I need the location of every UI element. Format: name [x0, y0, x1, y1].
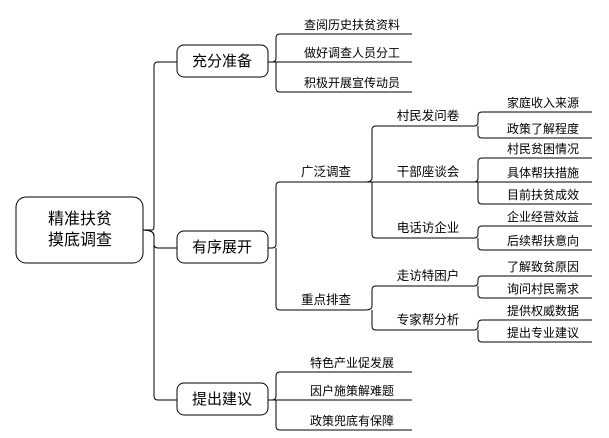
connector-lines: [142, 33, 592, 431]
leaf-item: 目前扶贫成效: [507, 187, 579, 202]
subgroup-label: 走访特困户: [397, 268, 460, 283]
subgroup-label: 电话访企业: [397, 220, 460, 235]
leaf-item: 做好调查人员分工: [304, 45, 400, 60]
leaf-item: 积极开展宣传动员: [304, 75, 400, 90]
branch-label: 有序展开: [192, 238, 252, 256]
branch-node-2: 有序展开: [176, 230, 269, 264]
leaf-item: 具体帮扶措施: [507, 165, 579, 180]
subgroup-label: 专家帮分析: [397, 312, 460, 327]
leaf-item: 家庭收入来源: [507, 95, 579, 110]
leaf-item: 特色产业促发展: [310, 355, 394, 370]
leaf-item: 询问村民需求: [507, 282, 579, 296]
group-label: 广泛调查: [301, 164, 352, 179]
subgroup-label: 村民发问卷: [397, 108, 460, 123]
leaf-item: 提供权威数据: [507, 303, 579, 318]
branch-label: 充分准备: [192, 52, 252, 70]
leaf-item: 政策了解程度: [507, 121, 579, 136]
branch-node-3: 提出建议: [176, 382, 269, 416]
root-title-line1: 精准扶贫: [48, 209, 112, 228]
leaf-item: 政策兜底有保障: [310, 413, 394, 428]
root-node: 精准扶贫 摸底调查: [15, 196, 144, 264]
leaf-item: 了解致贫原因: [507, 259, 579, 274]
leaf-item: 查阅历史扶贫资料: [304, 17, 400, 32]
branch-label: 提出建议: [192, 390, 252, 408]
branch-node-1: 充分准备: [176, 44, 269, 78]
group-label: 重点排查: [301, 292, 352, 307]
leaf-item: 因户施策解难题: [310, 383, 394, 398]
leaf-item: 村民贫困情况: [507, 141, 579, 156]
root-title-line2: 摸底调查: [48, 230, 112, 249]
leaf-item: 后续帮扶意向: [507, 233, 579, 248]
subgroup-label: 干部座谈会: [397, 164, 460, 179]
leaf-item: 提出专业建议: [507, 325, 579, 340]
leaf-item: 企业经营效益: [507, 209, 579, 224]
